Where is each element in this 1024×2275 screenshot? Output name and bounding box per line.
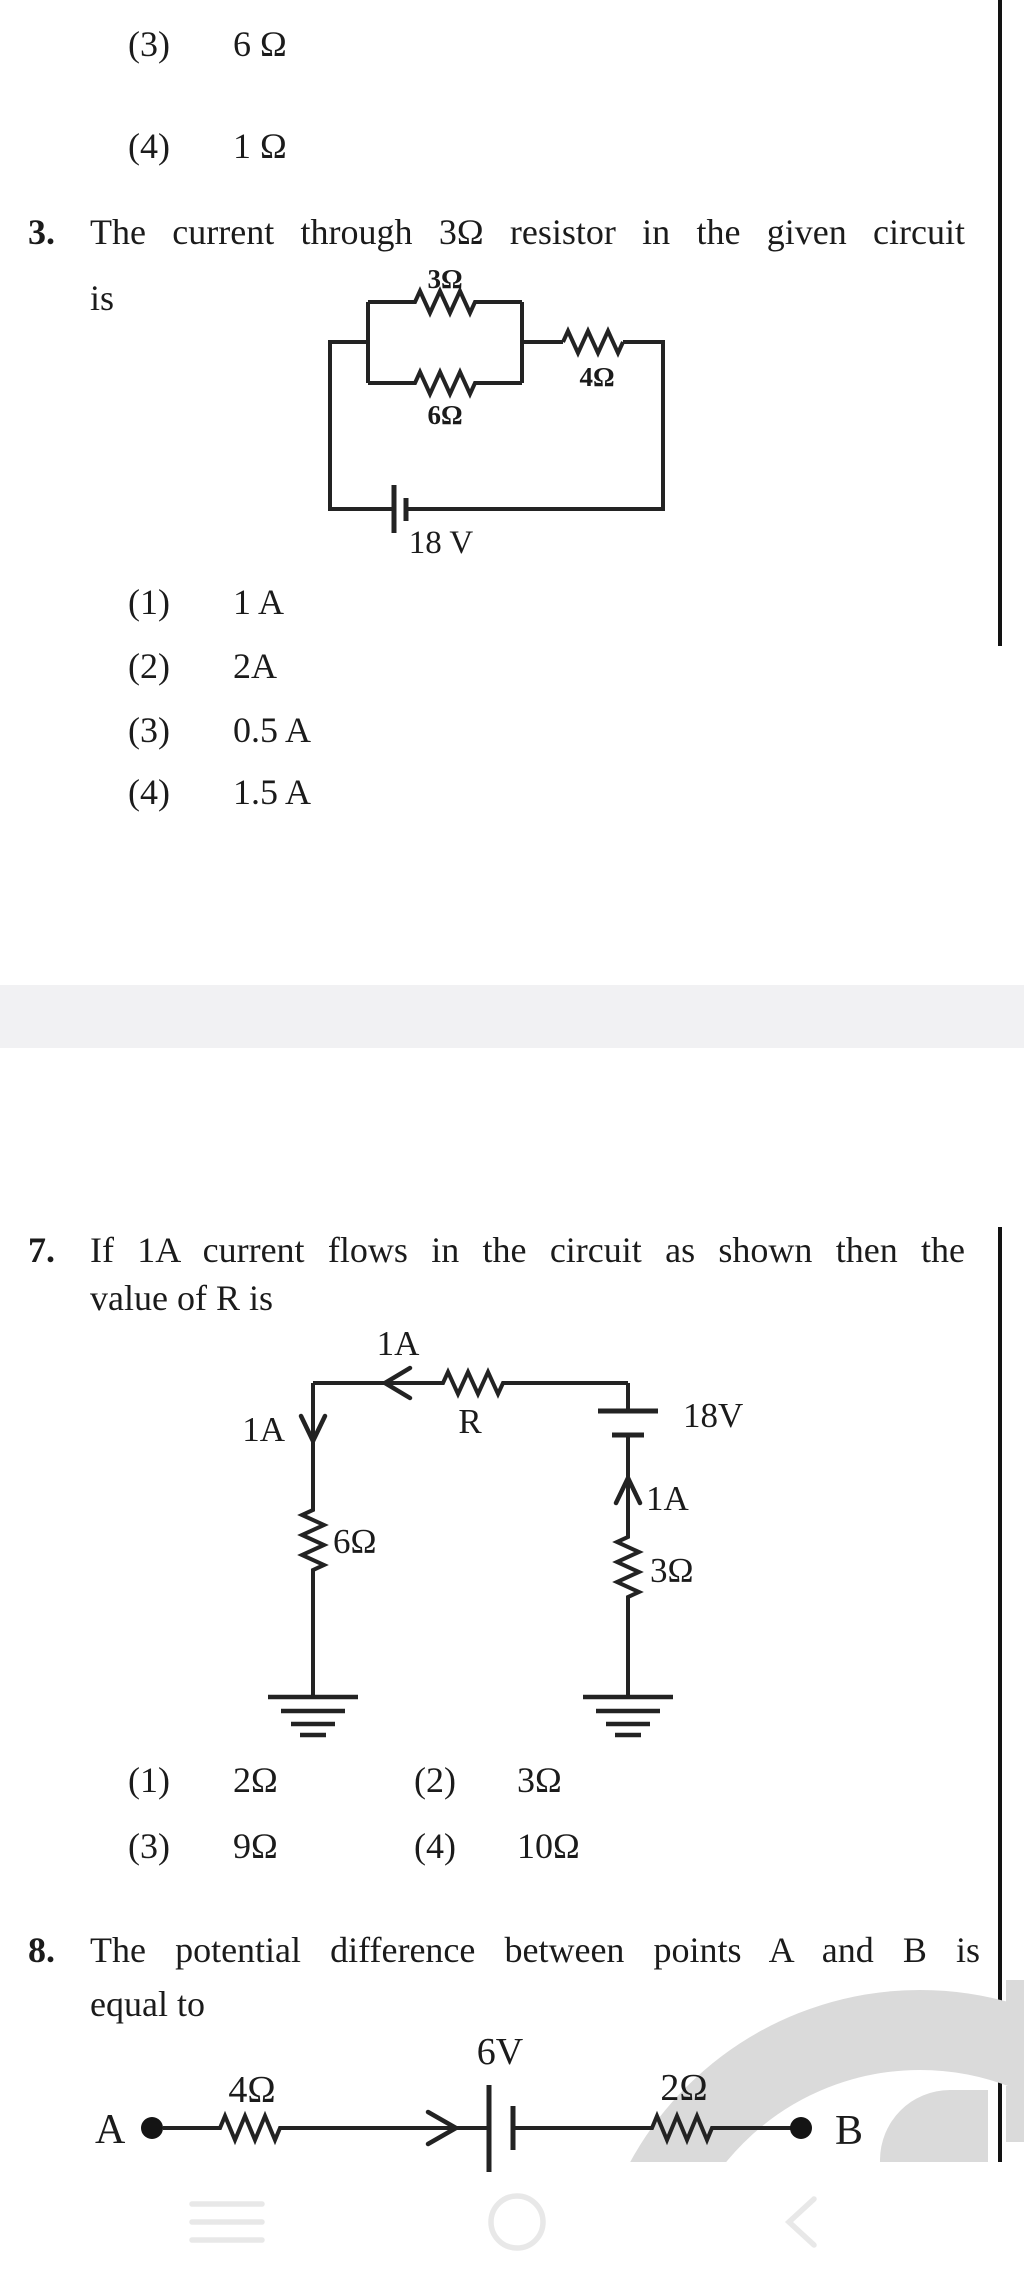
q3-option-3: (3) 0.5 A: [128, 708, 311, 752]
option-number: (3): [128, 1826, 170, 1866]
back-chevron-icon[interactable]: [784, 2196, 817, 2248]
label-4ohm: 4Ω: [579, 362, 614, 392]
q3-text-line1: The current through 3Ω resistor in the g…: [90, 212, 965, 252]
q3-circuit-diagram: 3Ω 6Ω 4Ω 18 V: [328, 264, 665, 561]
q8-circuit-diagram: A B 4Ω 6V 2Ω: [95, 2031, 863, 2172]
option-number: (4): [414, 1826, 456, 1866]
q3-option-4: (4) 1.5 A: [128, 770, 311, 814]
prev-option-4: (4) 1 Ω: [128, 124, 287, 168]
q7-circuit-diagram: 1A R 18V 1A 6Ω 1A 3Ω: [242, 1324, 743, 1738]
wire: [366, 302, 524, 383]
option-value: 9Ω: [233, 1826, 278, 1866]
resistor-4ohm: [163, 2110, 489, 2146]
resistor-R: [313, 1367, 628, 1399]
option-value: 2A: [233, 646, 277, 686]
wire: [328, 340, 665, 511]
prev-option-3: (3) 6 Ω: [128, 22, 287, 66]
label-4ohm: 4Ω: [228, 2069, 275, 2111]
q7-text-line1: If 1A current flows in the circuit as sh…: [90, 1230, 965, 1270]
home-circle-icon[interactable]: [488, 2193, 546, 2251]
option-value: 0.5 A: [233, 710, 312, 750]
option-number: (3): [128, 710, 170, 750]
current-arrow-right: [425, 2109, 461, 2147]
page-separator-band: [0, 985, 1024, 1048]
q8-number: 8.: [28, 1930, 55, 1970]
option-number: (1): [128, 582, 170, 622]
column-rule-top: [998, 0, 1002, 646]
q7-number: 7.: [28, 1230, 55, 1270]
label-R: R: [458, 1402, 482, 1441]
navigation-bar: [189, 2193, 817, 2251]
watermark-logo: [0, 1980, 1024, 2162]
q8-text-line1: The potential difference between points …: [90, 1930, 980, 1970]
terminal-dot-B: [790, 2117, 812, 2139]
label-current-left: 1A: [242, 1410, 286, 1449]
current-arrow-left: [380, 1365, 413, 1401]
option-value: 1 Ω: [233, 126, 287, 166]
option-value: 6 Ω: [233, 24, 287, 64]
label-6ohm: 6Ω: [427, 400, 462, 430]
resistor-2ohm: [513, 2110, 796, 2146]
q7-text-line2: value of R is: [90, 1278, 273, 1318]
label-18v: 18V: [683, 1396, 743, 1435]
option-number: (1): [128, 1760, 170, 1800]
option-value: 3Ω: [517, 1760, 562, 1800]
option-number: (2): [128, 646, 170, 686]
q7-options-row2: (3) 9Ω (4) 10Ω: [128, 1824, 580, 1868]
label-18v: 18 V: [409, 525, 474, 561]
current-arrow-up: [613, 1472, 643, 1506]
resistor-4ohm: [561, 326, 625, 358]
label-6ohm: 6Ω: [333, 1522, 377, 1561]
resistor-6ohm-branch: [297, 1383, 329, 1697]
q7-options-row1: (1) 2Ω (2) 3Ω: [128, 1758, 562, 1802]
column-rule-bottom: [998, 1227, 1002, 2162]
label-node-A: A: [95, 2107, 126, 2153]
menu-icon[interactable]: [189, 2201, 265, 2243]
q3-text-line2: is: [90, 278, 115, 318]
option-value: 1 A: [233, 582, 285, 622]
ground-symbol-right: [583, 1694, 673, 1738]
resistor-6ohm: [368, 367, 522, 399]
option-number: (2): [414, 1760, 456, 1800]
resistor-3ohm: [368, 286, 522, 318]
resistor-3ohm-branch: [612, 1435, 644, 1697]
q3-option-1: (1) 1 A: [128, 580, 284, 624]
label-3ohm: 3Ω: [650, 1551, 694, 1590]
option-value: 10Ω: [517, 1826, 580, 1866]
label-current-top: 1A: [377, 1324, 421, 1363]
q3-option-2: (2) 2A: [128, 644, 277, 688]
option-number: (4): [128, 772, 170, 812]
option-value: 2Ω: [233, 1760, 278, 1800]
label-6v: 6V: [477, 2031, 524, 2073]
watermark-edge-shape: [1006, 2086, 1024, 2142]
label-2ohm: 2Ω: [660, 2067, 707, 2109]
label-current-right: 1A: [646, 1479, 690, 1518]
terminal-dot-A: [141, 2117, 163, 2139]
option-value: 1.5 A: [233, 772, 312, 812]
label-node-B: B: [835, 2108, 863, 2154]
q3-number: 3.: [28, 212, 55, 252]
watermark-edge-shape: [1006, 1980, 1024, 2054]
current-arrow-down: [298, 1413, 328, 1447]
option-number: (3): [128, 24, 170, 64]
q8-text-line2: equal to: [90, 1984, 205, 2024]
option-number: (4): [128, 126, 170, 166]
ground-symbol-left: [268, 1694, 358, 1738]
label-3ohm: 3Ω: [427, 264, 462, 294]
